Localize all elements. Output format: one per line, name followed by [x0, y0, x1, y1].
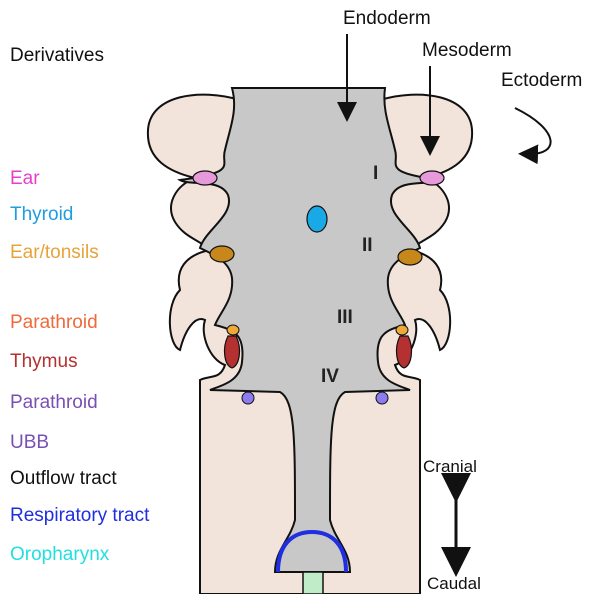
arch-ii-label: II	[362, 235, 373, 257]
ear-left	[193, 171, 217, 185]
parathyroid-iii-left	[227, 325, 239, 335]
thymus-left	[225, 336, 240, 368]
endoderm-label: Endoderm	[343, 8, 431, 30]
derivative-oropharynx-label: Oropharynx	[10, 544, 109, 566]
thymus-right	[397, 336, 412, 368]
derivative-parathroid-iv-label: Parathroid	[10, 392, 98, 414]
tonsil-left	[210, 246, 234, 262]
derivative-respiratory-tract-label: Respiratory tract	[10, 505, 149, 527]
arch-iii-label: III	[337, 307, 353, 329]
arch-i-label: I	[373, 163, 378, 185]
oropharynx-stalk	[303, 572, 323, 594]
ear-right	[420, 171, 444, 185]
ectoderm-label: Ectoderm	[501, 70, 582, 92]
derivative-ubb-label: UBB	[10, 432, 49, 454]
derivative-ear-tonsils-label: Ear/tonsils	[10, 242, 99, 264]
derivative-ear-label: Ear	[10, 168, 40, 190]
derivative-thymus-label: Thymus	[10, 351, 78, 373]
ectoderm-arrow	[515, 108, 551, 154]
caudal-label: Caudal	[427, 573, 481, 595]
derivatives-heading: Derivatives	[10, 45, 104, 67]
derivative-parathroid-iii-label: Parathroid	[10, 312, 98, 334]
cranial-label: Cranial	[423, 456, 477, 478]
parathyroid-iv-right	[376, 392, 388, 404]
thyroid	[307, 206, 327, 232]
tonsil-right	[398, 249, 422, 265]
arch-iv-label: IV	[321, 366, 339, 388]
parathyroid-iii-right	[396, 325, 408, 335]
mesoderm-label: Mesoderm	[422, 40, 512, 62]
parathyroid-iv-left	[242, 392, 254, 404]
derivative-thyroid-label: Thyroid	[10, 204, 73, 226]
derivative-outflow-tract-label: Outflow tract	[10, 468, 117, 490]
